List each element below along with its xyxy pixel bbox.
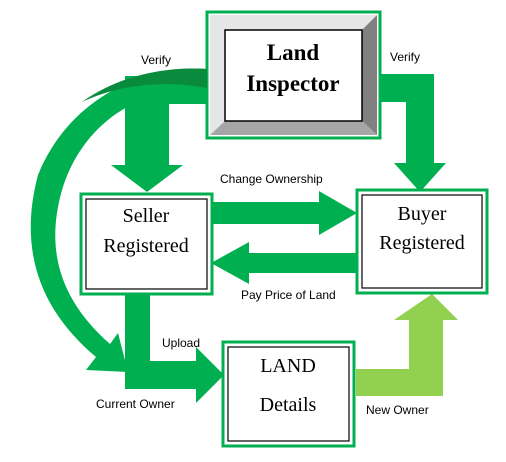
- land-inspector-title-line1: Land: [267, 40, 320, 65]
- upload-label: Upload: [162, 336, 200, 350]
- bevel-bottom: [210, 121, 377, 135]
- verify-arrow-to-seller: [111, 76, 207, 192]
- new-owner-arrow: [356, 294, 458, 396]
- buyer-title-line1: Buyer: [398, 203, 447, 225]
- current-owner-arrow-shading: [82, 68, 207, 102]
- bevel-right: [362, 15, 377, 135]
- change-ownership-arrow: [212, 191, 357, 235]
- seller-face: [85, 198, 208, 290]
- verify-arrow-to-buyer: [380, 74, 446, 192]
- verify-right-label: Verify: [390, 50, 420, 64]
- buyer-title-line2: Registered: [379, 232, 465, 254]
- land-details-face: [227, 346, 350, 442]
- seller-node: Seller Registered: [79, 192, 214, 296]
- land-inspector-node: Land Inspector: [205, 10, 382, 140]
- verify-left-label: Verify: [141, 53, 171, 67]
- pay-price-label: Pay Price of Land: [241, 288, 336, 302]
- current-owner-curved-arrow: [30, 68, 207, 372]
- bevel-left: [210, 15, 225, 135]
- land-inspector-title-line2: Inspector: [246, 71, 339, 96]
- new-owner-label: New Owner: [366, 403, 429, 417]
- current-owner-label: Current Owner: [96, 397, 175, 411]
- buyer-node: Buyer Registered: [355, 188, 489, 295]
- land-details-title-line2: Details: [260, 394, 317, 416]
- land-details-node: LAND Details: [221, 340, 356, 448]
- pay-price-arrow: [211, 242, 357, 284]
- land-details-title-line1: LAND: [260, 355, 316, 377]
- buyer-face: [361, 194, 483, 289]
- bevel-top: [210, 15, 377, 30]
- seller-title-line1: Seller: [123, 205, 170, 227]
- land-inspector-face: [224, 29, 363, 122]
- seller-title-line2: Registered: [103, 235, 189, 257]
- change-ownership-label: Change Ownership: [220, 172, 323, 186]
- upload-arrow: [125, 294, 224, 403]
